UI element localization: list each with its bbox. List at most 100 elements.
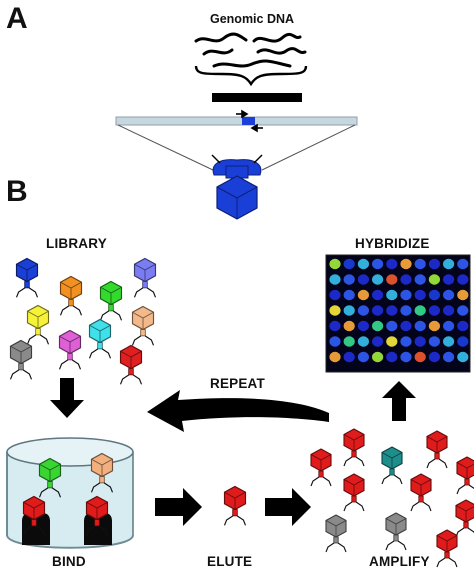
array-spot — [428, 289, 440, 301]
bound-phage — [22, 495, 46, 536]
array-spot — [329, 274, 341, 285]
array-spot — [428, 274, 440, 285]
bound-phage — [90, 452, 114, 493]
array-spot — [343, 351, 355, 363]
step-label-bind: BIND — [52, 554, 86, 569]
array-spot — [329, 258, 341, 270]
array-spot — [428, 351, 440, 363]
array-spot — [457, 336, 469, 347]
panel-a-letter: A — [6, 2, 28, 35]
library-phage — [58, 329, 82, 370]
primer-arrows — [236, 109, 263, 133]
array-spot — [386, 351, 398, 363]
array-spot — [428, 320, 440, 332]
array-spot — [457, 305, 469, 316]
array-spot — [357, 274, 369, 285]
array-spot — [357, 336, 369, 347]
library-phage — [88, 318, 112, 359]
step-label-library: LIBRARY — [46, 236, 107, 251]
amplified-phage — [385, 512, 407, 551]
array-spot — [357, 351, 369, 363]
array-spot — [443, 351, 455, 363]
array-spot — [357, 320, 369, 332]
genomic-dna-caption: Genomic DNA — [210, 12, 295, 26]
step-label-repeat: REPEAT — [210, 376, 265, 391]
eluted-phage — [223, 485, 247, 526]
array-spot — [386, 320, 398, 332]
library-to-bind-arrow — [50, 378, 84, 418]
array-spot — [343, 320, 355, 332]
array-spot — [386, 289, 398, 301]
expansion-lines — [117, 124, 356, 171]
amplified-phage — [410, 473, 432, 512]
array-spot — [372, 320, 384, 332]
array-spot — [443, 320, 455, 332]
array-spot — [414, 305, 426, 316]
array-spot — [329, 305, 341, 316]
amplified-phage — [343, 428, 365, 467]
insert-site — [242, 117, 255, 125]
amplified-phage — [426, 430, 448, 469]
amplified-phages — [310, 428, 474, 568]
array-spot — [443, 305, 455, 316]
array-spot — [400, 274, 412, 285]
array-spot — [329, 336, 341, 347]
array-spot — [443, 258, 455, 270]
panel-b-letter: B — [6, 175, 28, 208]
bound-phage — [38, 457, 62, 498]
array-spot — [443, 336, 455, 347]
library-phage — [119, 344, 143, 385]
array-spot — [400, 289, 412, 301]
amplified-phage — [456, 456, 474, 495]
binding-well — [6, 437, 134, 549]
array-spot — [414, 274, 426, 285]
array-spot — [329, 320, 341, 332]
amplified-phage — [381, 446, 403, 485]
array-spot — [372, 336, 384, 347]
array-spot — [343, 274, 355, 285]
bind-to-elute-arrow — [155, 488, 202, 526]
array-spot — [414, 351, 426, 363]
library-phages — [9, 257, 157, 385]
display-phage — [211, 154, 263, 220]
array-spot — [357, 305, 369, 316]
microarray-spots — [329, 258, 469, 363]
array-spot — [372, 289, 384, 301]
vector-bar — [115, 116, 358, 126]
array-spot — [343, 258, 355, 270]
array-spot — [428, 336, 440, 347]
amplified-phage — [325, 514, 347, 553]
array-spot — [414, 336, 426, 347]
array-spot — [357, 289, 369, 301]
amplified-phage — [343, 473, 365, 512]
array-spot — [400, 351, 412, 363]
array-spot — [443, 289, 455, 301]
array-spot — [386, 274, 398, 285]
array-spot — [400, 258, 412, 270]
bound-phage — [85, 495, 109, 536]
array-spot — [400, 336, 412, 347]
step-label-amplify: AMPLIFY — [369, 554, 430, 569]
array-spot — [329, 289, 341, 301]
array-spot — [414, 320, 426, 332]
array-spot — [414, 258, 426, 270]
well-phages — [22, 452, 114, 536]
amplified-phage — [455, 499, 474, 538]
array-spot — [457, 289, 469, 301]
library-phage — [26, 304, 50, 345]
amplified-phage — [436, 529, 458, 568]
array-spot — [414, 289, 426, 301]
library-phage — [133, 257, 157, 298]
array-spot — [372, 258, 384, 270]
genomic-dna-fragments — [194, 32, 307, 68]
array-spot — [400, 320, 412, 332]
array-spot — [386, 336, 398, 347]
library-phage — [99, 280, 123, 321]
library-phage — [131, 305, 155, 346]
well-surface-targets — [22, 513, 112, 545]
amplified-phage — [310, 448, 332, 487]
eluted-phages — [223, 485, 247, 526]
library-phage — [15, 257, 39, 298]
